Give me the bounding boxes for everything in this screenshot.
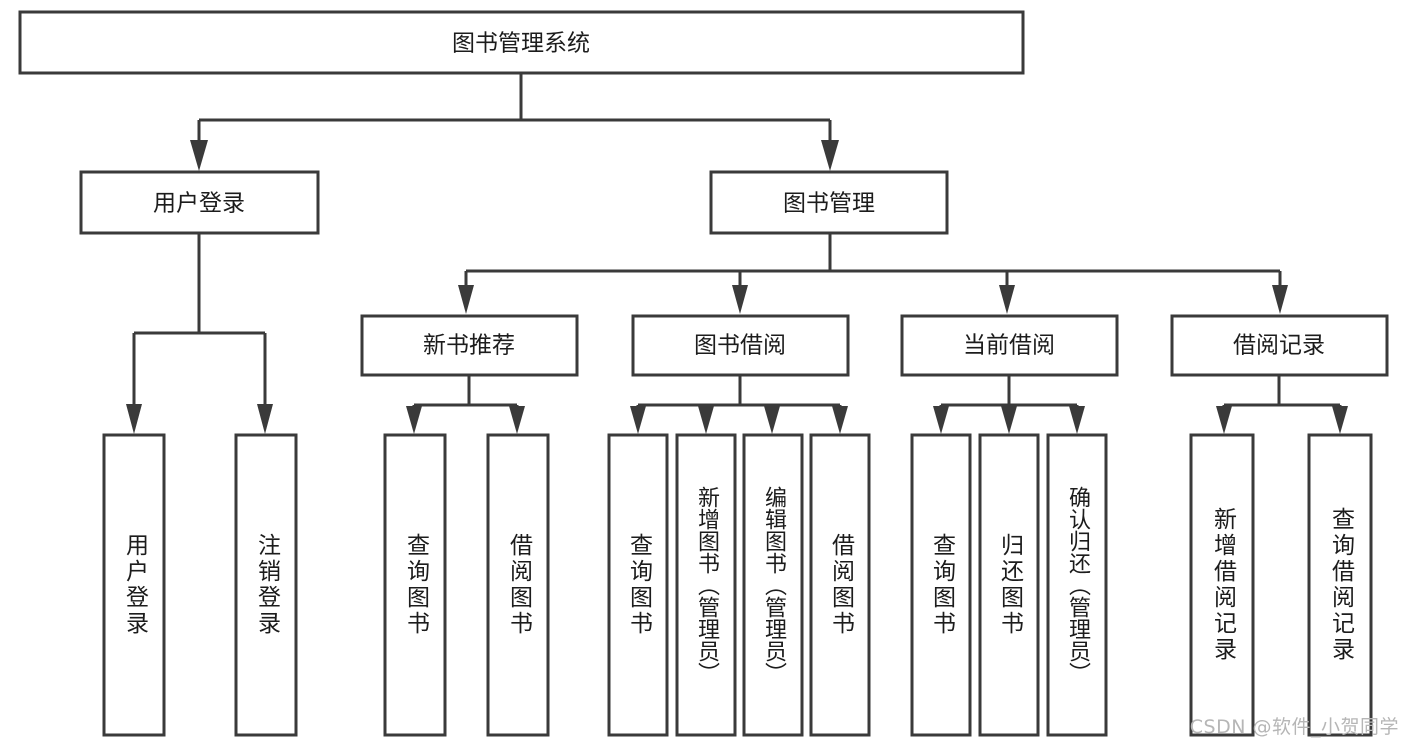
arrow-head-books-b4 [1272,285,1288,314]
node-book-management-label: 图书管理 [783,191,875,217]
arrow-head-newbook-l1 [406,406,422,434]
arrow-head-borrow-l3 [764,406,780,434]
arrow-head-borrow-l2 [698,406,714,434]
node-book-management-box[interactable] [709,170,949,235]
leaf-box-current-return[interactable] [978,433,1040,737]
connector-group-borrow [630,375,848,434]
watermark-text: CSDN @软件_小贺同学 [1189,716,1399,738]
arrow-head-books-b1 [458,285,474,314]
leaf-box-user-login[interactable] [102,433,166,737]
node-new-book-recommend[interactable]: 新书推荐 [360,314,579,377]
arrow-head-books-b2 [732,285,748,314]
node-user-login[interactable]: 用户登录 [79,170,320,235]
connector-group-record [1216,375,1348,434]
arrow-head-borrow-l4 [832,406,848,434]
arrow-head-record-l2 [1332,406,1348,434]
arrow-head-record-l1 [1216,406,1232,434]
node-borrow-record-label: 借阅记录 [1233,333,1325,359]
arrow-head-books-b3 [999,285,1015,314]
leaf-box-newbook-borrow[interactable] [486,433,550,737]
connector-group-current [933,375,1085,434]
node-user-login-box[interactable] [79,170,320,235]
connector-group-root [190,73,839,171]
node-current-borrow[interactable]: 当前借阅 [900,314,1119,377]
leaf-box-record-add[interactable] [1189,433,1255,737]
leaf-box-newbook-query[interactable] [383,433,447,737]
node-borrow-record-box[interactable] [1170,314,1389,377]
node-book-borrow-box[interactable] [631,314,850,377]
arrow-head-root-to-books [821,140,839,171]
leaf-box-borrow-lend[interactable] [809,433,871,737]
node-book-borrow[interactable]: 图书借阅 [631,314,850,377]
leaf-box-logout[interactable] [234,433,298,737]
leaf-box-record-query[interactable] [1307,433,1373,737]
node-user-login-label: 用户登录 [153,191,245,217]
node-root-system-label: 图书管理系统 [452,31,590,57]
arrow-head-newbook-l2 [509,406,525,434]
node-root-system[interactable]: 图书管理系统 [18,10,1025,75]
node-new-book-recommend-label: 新书推荐 [423,333,515,359]
leaf-box-current-confirm[interactable] [1046,433,1108,737]
node-book-borrow-label: 图书借阅 [694,333,786,359]
arrow-head-current-l1 [933,406,949,434]
node-book-management[interactable]: 图书管理 [709,170,949,235]
leaf-box-borrow-query[interactable] [607,433,669,737]
leaf-box-current-query[interactable] [910,433,972,737]
leaf-box-borrow-add[interactable] [675,433,737,737]
node-new-book-recommend-box[interactable] [360,314,579,377]
arrow-head-current-l2 [1001,406,1017,434]
connector-group-new-book [406,375,525,434]
arrow-head-root-to-login [190,140,208,171]
node-borrow-record[interactable]: 借阅记录 [1170,314,1389,377]
node-root-system-box[interactable] [18,10,1025,75]
arrow-head-borrow-l1 [630,406,646,434]
node-current-borrow-label: 当前借阅 [963,333,1055,359]
node-current-borrow-box[interactable] [900,314,1119,377]
leaf-box-borrow-edit[interactable] [742,433,804,737]
arrow-head-login-l2 [257,404,273,434]
connector-group-book-mgmt [458,233,1288,314]
arrow-head-current-l3 [1069,406,1085,434]
connector-group-user-login [126,233,273,434]
arrow-head-login-l1 [126,404,142,434]
